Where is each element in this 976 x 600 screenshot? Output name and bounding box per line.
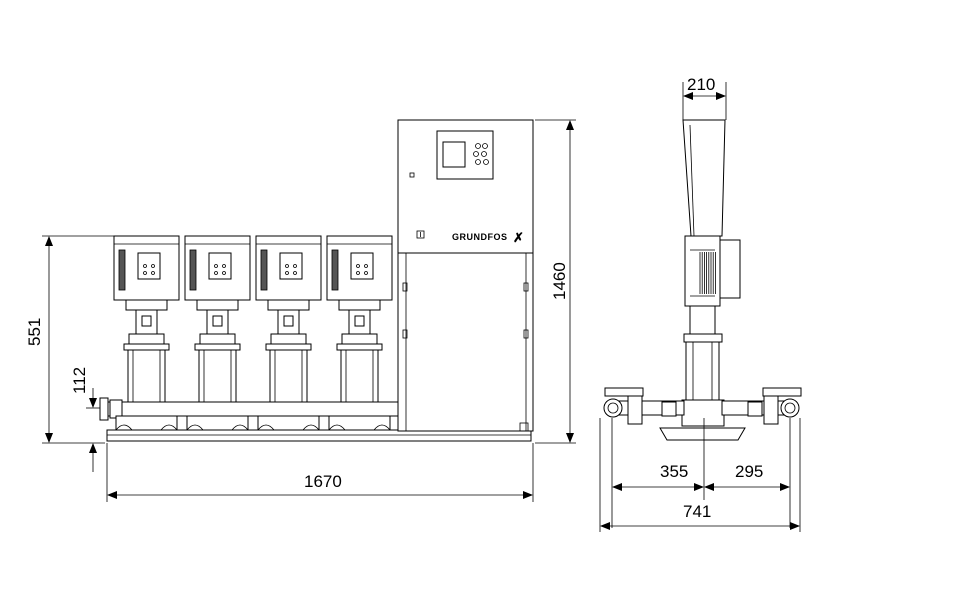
pump-sleeve bbox=[269, 349, 308, 403]
pump-foot bbox=[115, 415, 178, 431]
control-cabinet: GRUNDFOS ✗ bbox=[397, 119, 534, 432]
dim-outlet-side: 295 bbox=[735, 462, 763, 481]
dim-cabinet-height: 1460 bbox=[550, 262, 569, 300]
pump-unit bbox=[113, 235, 180, 431]
cabinet-stand bbox=[397, 252, 534, 432]
main-switch-icon bbox=[416, 230, 425, 239]
manifold-pipe bbox=[99, 401, 399, 417]
pump-label-strip bbox=[118, 249, 126, 291]
dim-cabinet-depth: 210 bbox=[687, 75, 715, 94]
motor-fins bbox=[699, 252, 716, 294]
side-motor bbox=[684, 235, 721, 307]
dim-base-length: 1670 bbox=[304, 472, 342, 491]
pump-label-strip bbox=[189, 249, 197, 291]
front-view: GRUNDFOS ✗ 1670 551 112 bbox=[25, 119, 576, 502]
pump-control-panel bbox=[137, 252, 161, 280]
dim-manifold-height: 112 bbox=[70, 367, 89, 394]
pump-control-panel bbox=[279, 252, 303, 280]
pump-label-strip bbox=[260, 249, 268, 291]
pump-control-panel bbox=[350, 252, 374, 280]
grundfos-x-icon: ✗ bbox=[513, 230, 524, 245]
dim-total-depth: 741 bbox=[683, 502, 711, 521]
pump-foot bbox=[328, 415, 391, 431]
pump-sleeve bbox=[127, 349, 166, 403]
pump-unit bbox=[184, 235, 251, 431]
pump-foot bbox=[257, 415, 320, 431]
cabinet-logo: GRUNDFOS bbox=[452, 232, 508, 242]
pump-unit bbox=[326, 235, 393, 431]
side-pump-sleeve bbox=[685, 341, 720, 401]
pump-sleeve bbox=[340, 349, 379, 403]
pump-control-panel bbox=[208, 252, 232, 280]
dim-inlet-side: 355 bbox=[660, 462, 688, 481]
cabinet-display-screen bbox=[442, 141, 466, 168]
base-frame bbox=[106, 429, 532, 442]
side-view: 210 355 295 741 bbox=[599, 75, 802, 532]
pump-unit bbox=[255, 235, 322, 431]
pump-label-strip bbox=[331, 249, 339, 291]
pump-group bbox=[113, 235, 393, 431]
pump-foot bbox=[186, 415, 249, 431]
pump-sleeve bbox=[198, 349, 237, 403]
dim-height-pumps: 551 bbox=[25, 318, 44, 346]
